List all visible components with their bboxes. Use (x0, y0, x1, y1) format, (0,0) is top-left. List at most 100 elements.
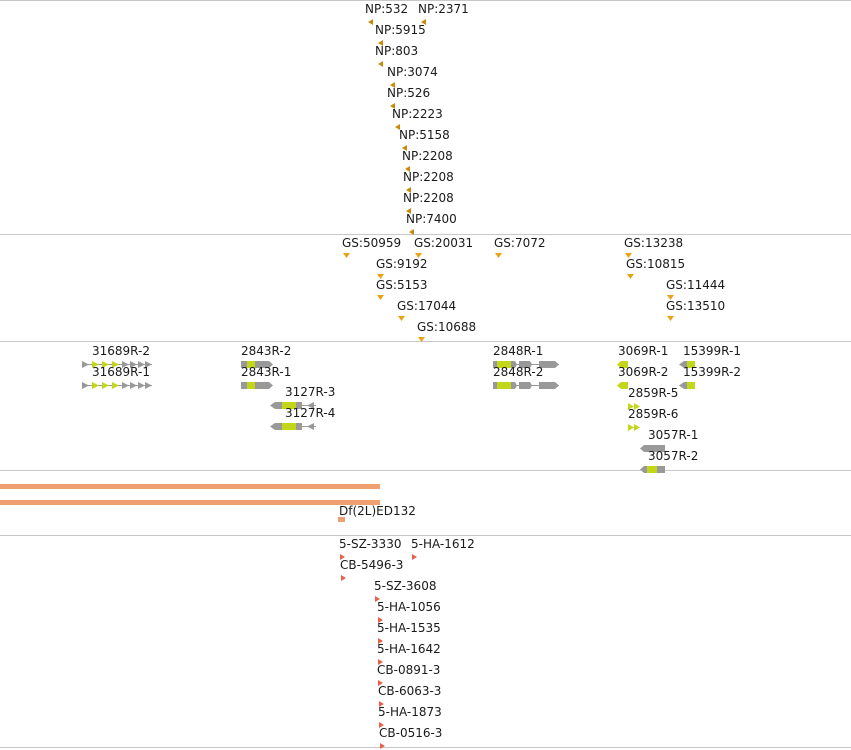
transcript-reverse-icon (270, 423, 316, 430)
gs-feature-label: GS:11444 (666, 278, 726, 292)
insertion-feature-label: 5-HA-1612 (411, 537, 475, 551)
gs-track: GS:50959 GS:20031 GS:7072 GS:13238 GS:91… (0, 234, 851, 342)
np-feature-label: NP:2371 (418, 2, 469, 16)
transcript-reverse-icon (640, 445, 665, 452)
np-feature-label: NP:2208 (403, 170, 454, 184)
track-separator-top (0, 0, 851, 1)
transcript-forward-icon (241, 361, 273, 368)
transcript-reverse-icon (617, 361, 628, 368)
right-triangle-icon (341, 575, 346, 581)
gene-feature-label: 2859R-5 (628, 386, 679, 400)
gene-feature-label: 3127R-3 (285, 385, 336, 399)
deficiency-bar[interactable] (0, 484, 380, 489)
gs-feature-label: GS:5153 (376, 278, 428, 292)
transcript-reverse-icon (679, 382, 695, 389)
transcript-forward-icon (241, 382, 273, 389)
transcript-reverse-icon (640, 466, 665, 473)
gene-feature-label: 2859R-6 (628, 407, 679, 421)
left-triangle-icon (405, 166, 410, 172)
np-feature-label: NP:2208 (402, 149, 453, 163)
left-triangle-icon (421, 19, 426, 25)
down-triangle-icon (627, 274, 634, 279)
insertion-feature-label: CB-5496-3 (340, 558, 404, 572)
right-triangle-icon (375, 596, 380, 602)
track-separator-gs-genes (0, 341, 851, 342)
right-triangle-icon (378, 638, 383, 644)
gene-feature-label: 3057R-1 (648, 428, 699, 442)
transcript-forward-icon (628, 424, 640, 431)
down-triangle-icon (418, 337, 425, 342)
track-separator-np-gs (0, 234, 851, 235)
np-feature-label: NP:526 (387, 86, 431, 100)
transcript-reverse-icon (270, 402, 316, 409)
insertion-feature-label: CB-0516-3 (379, 726, 443, 740)
left-triangle-icon (406, 187, 411, 193)
np-feature-label: NP:5158 (399, 128, 450, 142)
down-triangle-icon (377, 295, 384, 300)
insertion-feature-label: 5-SZ-3608 (374, 579, 437, 593)
left-triangle-icon (409, 229, 414, 235)
insertion-feature-label: 5-HA-1535 (377, 621, 441, 635)
gene-feature-label: 2843R-2 (241, 344, 292, 358)
down-triangle-icon (495, 253, 502, 258)
transcript-forward-icon (82, 382, 152, 389)
right-triangle-icon (378, 617, 383, 623)
gs-feature-label: GS:50959 (342, 236, 402, 250)
gs-feature-label: GS:17044 (397, 299, 457, 313)
left-triangle-icon (395, 124, 400, 130)
deficiency-bar[interactable] (0, 500, 380, 505)
np-feature-label: NP:2223 (392, 107, 443, 121)
down-triangle-icon (415, 253, 422, 258)
left-triangle-icon (378, 61, 383, 67)
down-triangle-icon (625, 253, 632, 258)
gene-feature-label: 3069R-2 (618, 365, 669, 379)
deficiency-feature-label: Df(2L)ED132 (339, 504, 416, 518)
gs-feature-label: GS:10688 (417, 320, 477, 334)
transcript-reverse-icon (617, 382, 628, 389)
gene-feature-label: 3069R-1 (618, 344, 669, 358)
gene-feature-label: 15399R-1 (683, 344, 741, 358)
down-triangle-icon (377, 274, 384, 279)
gs-feature-label: GS:13510 (666, 299, 726, 313)
left-triangle-icon (402, 145, 407, 151)
left-triangle-icon (390, 82, 395, 88)
left-triangle-icon (378, 40, 383, 46)
gene-feature-label: 2848R-2 (493, 365, 544, 379)
gs-feature-label: GS:10815 (626, 257, 686, 271)
np-track: NP:532 NP:2371 NP:5915 NP:803 NP:3074 NP… (0, 0, 851, 235)
gene-feature-label: 3057R-2 (648, 449, 699, 463)
right-triangle-icon (379, 701, 384, 707)
gene-feature-label: 31689R-1 (92, 365, 150, 379)
gene-feature-label: 3127R-4 (285, 406, 336, 420)
np-feature-label: NP:803 (375, 44, 419, 58)
gs-feature-label: GS:9192 (376, 257, 428, 271)
right-triangle-icon (378, 680, 383, 686)
down-triangle-icon (343, 253, 350, 258)
right-triangle-icon (379, 722, 384, 728)
left-triangle-icon (368, 19, 373, 25)
insertion-feature-label: 5-HA-1056 (377, 600, 441, 614)
right-triangle-icon (412, 554, 417, 560)
np-feature-label: NP:532 (365, 2, 409, 16)
track-separator-deficiency-insertions (0, 535, 851, 536)
transcript-forward-icon (493, 382, 559, 389)
gene-feature-label: 2843R-1 (241, 365, 292, 379)
np-feature-label: NP:7400 (406, 212, 457, 226)
transcript-forward-icon (82, 361, 152, 368)
gene-feature-label: 31689R-2 (92, 344, 150, 358)
gene-feature-label: 15399R-2 (683, 365, 741, 379)
left-triangle-icon (406, 208, 411, 214)
transcript-reverse-icon (679, 361, 695, 368)
gs-feature-label: GS:20031 (414, 236, 474, 250)
insertion-feature-label: CB-0891-3 (377, 663, 441, 677)
transcript-forward-icon (493, 361, 559, 368)
right-triangle-icon (340, 554, 345, 560)
insertion-feature-label: CB-6063-3 (378, 684, 442, 698)
right-triangle-icon (378, 659, 383, 665)
left-triangle-icon (390, 103, 395, 109)
gene-feature-label: 2848R-1 (493, 344, 544, 358)
insertion-feature-label: 5-SZ-3330 (339, 537, 402, 551)
track-separator-bottom (0, 747, 851, 748)
gs-feature-label: GS:13238 (624, 236, 684, 250)
np-feature-label: NP:2208 (403, 191, 454, 205)
